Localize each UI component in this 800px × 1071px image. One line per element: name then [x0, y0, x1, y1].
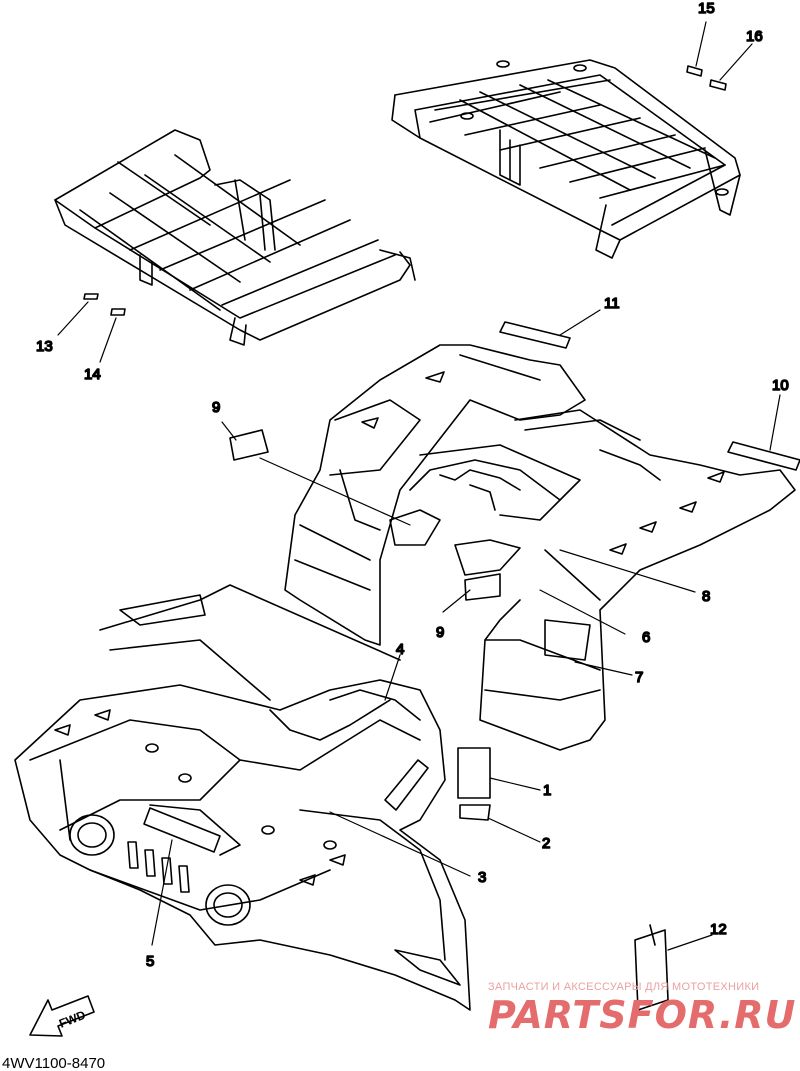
label-16-shape	[709, 79, 727, 91]
label-2-shape	[459, 804, 491, 821]
callout-8: 8	[702, 588, 710, 605]
callout-13: 13	[36, 338, 53, 355]
decal-9b-shape	[464, 573, 501, 601]
callout-14: 14	[84, 366, 101, 383]
callout-12: 12	[710, 921, 727, 938]
part-code: 4WV1100-8470	[2, 1055, 105, 1071]
label-15-shape	[686, 65, 703, 77]
leader-lines	[57, 21, 781, 951]
callout-16: 16	[746, 28, 763, 45]
label-12-tag-shape	[634, 929, 669, 1011]
rear-carrier	[391, 59, 741, 259]
front-carrier	[54, 129, 416, 346]
watermark-logo: PARTSFOR.RU	[488, 993, 796, 1037]
callout-9-top: 9	[212, 399, 220, 416]
decal-9-shape	[229, 429, 269, 461]
label-1-shape	[457, 747, 491, 799]
callout-4: 4	[396, 641, 404, 658]
decal-5-shape	[143, 807, 221, 853]
label-14-shape	[110, 308, 126, 316]
callout-3: 3	[478, 869, 486, 886]
callout-1: 1	[543, 782, 551, 799]
callout-5: 5	[146, 953, 154, 970]
fwd-label: FWD	[57, 1007, 88, 1030]
decal-11-shape	[499, 321, 571, 349]
callout-15: 15	[698, 0, 715, 17]
callout-9-bottom: 9	[436, 624, 444, 641]
rear-fender	[284, 344, 796, 751]
label-12-tag-hole	[649, 924, 656, 946]
callout-6: 6	[642, 629, 650, 646]
fwd-arrow-icon: FWD	[29, 995, 95, 1037]
callout-11: 11	[604, 295, 620, 312]
decal-10-shape	[727, 441, 800, 471]
front-fender	[14, 584, 471, 1011]
callout-10: 10	[772, 377, 789, 394]
watermark-tagline: ЗАПЧАСТИ И АКСЕССУАРЫ ДЛЯ МОТОТЕХНИКИ	[488, 981, 759, 993]
callout-7: 7	[635, 669, 643, 686]
callout-2: 2	[542, 835, 550, 852]
decal-4-shape	[384, 759, 429, 811]
label-13-shape	[83, 293, 99, 300]
